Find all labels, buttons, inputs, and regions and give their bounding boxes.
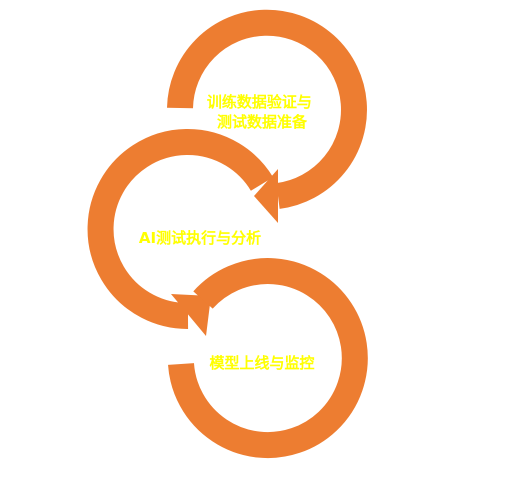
step-2-arc bbox=[87, 129, 274, 330]
step-1-arc bbox=[167, 9, 367, 209]
step-1-label: 训练数据验证与 测试数据准备 bbox=[207, 93, 317, 131]
step-1-label-line-2: 测试数据准备 bbox=[217, 113, 308, 131]
step-3-label: 模型上线与监控 bbox=[209, 354, 314, 372]
step-2-ring bbox=[87, 129, 274, 336]
step-2-label: AI测试执行与分析 bbox=[139, 229, 261, 247]
step-3-arc bbox=[168, 258, 368, 459]
step-1-label-line-1: 训练数据验证与 bbox=[207, 93, 312, 111]
step-1-arrowhead-icon bbox=[254, 169, 278, 223]
step-3-ring bbox=[168, 258, 368, 459]
step-1-ring bbox=[167, 9, 367, 223]
step-2-arrowhead-icon bbox=[171, 294, 211, 336]
